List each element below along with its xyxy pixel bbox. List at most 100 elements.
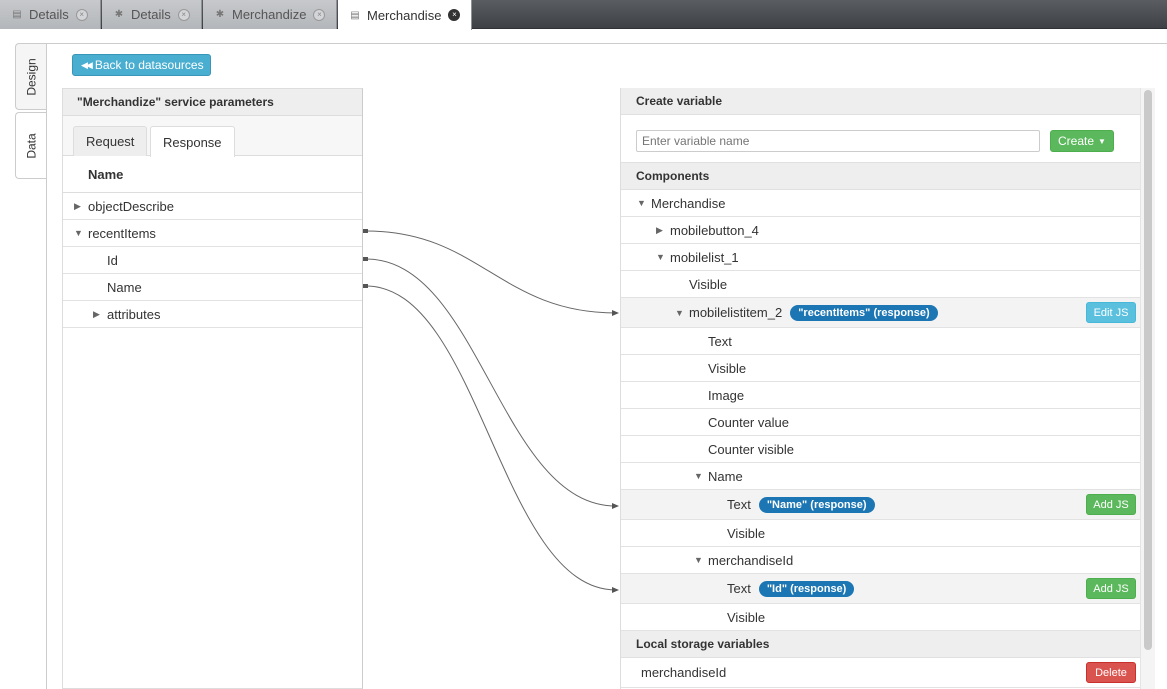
binding-badge-name[interactable]: "Name" (response) [758,496,875,513]
param-label: objectDescribe [88,198,174,214]
double-chevron-left-icon: ◀◀ [81,59,93,70]
triangle-down-icon[interactable]: ▼ [675,307,684,318]
tab-details-2[interactable]: ✱ Details × [102,0,202,29]
tree-label: Text [727,581,751,596]
tree-label: Visible [689,276,728,292]
tree-node-merchandise[interactable]: ▼ Merchandise [621,190,1140,217]
vertical-scrollbar[interactable] [1140,88,1155,689]
tree-label: merchandiseId [708,552,794,568]
create-button-label: Create [1058,134,1095,148]
binding-badge-recentitems[interactable]: "recentItems" (response) [790,304,938,321]
scrollbar-thumb[interactable] [1144,90,1152,650]
tree-label: Image [708,387,745,403]
triangle-right-icon[interactable]: ▶ [74,200,81,211]
tree-node-counter-value[interactable]: Counter value [621,409,1140,436]
param-row-objectdescribe[interactable]: ▶ objectDescribe [63,193,362,220]
tree-label: Name [708,468,743,484]
tree-label: Counter value [708,414,789,430]
tab-label: Details [29,7,69,22]
column-header-name: Name [63,156,362,193]
tab-details-1[interactable]: ▤ Details × [0,0,101,29]
param-row-attributes[interactable]: ▶ attributes [63,301,362,328]
side-tab-data[interactable]: Data [15,112,47,179]
tab-label: Merchandise [367,7,442,23]
tab-request[interactable]: Request [73,126,148,156]
tree-node-mobilelistitem-2[interactable]: ▼ mobilelistitem_2 "recentItems" (respon… [621,298,1140,328]
tree-node-name-visible[interactable]: Visible [621,520,1140,547]
service-parameters-panel: "Merchandize" service parameters Request… [62,88,363,689]
tree-node-visible[interactable]: Visible [621,271,1140,298]
create-variable-header: Create variable [621,88,1140,115]
tree-node-name-text[interactable]: Text "Name" (response) Add JS [621,490,1140,520]
tree-node-visible[interactable]: Visible [621,355,1140,382]
tree-node-mobilebutton-4[interactable]: ▶ mobilebutton_4 [621,217,1140,244]
page-icon: ▤ [12,9,22,20]
back-button-label: Back to datasources [94,58,204,72]
local-storage-header: Local storage variables [621,631,1140,658]
tree-node-image[interactable]: Image [621,382,1140,409]
caret-down-icon: ▼ [1098,136,1106,146]
tree-label: Visible [708,360,747,376]
tree-node-text[interactable]: Text [621,328,1140,355]
back-to-datasources-button[interactable]: ◀◀ Back to datasources [72,54,211,76]
local-var-row[interactable]: merchandiseId Delete [621,658,1140,688]
add-js-button[interactable]: Add JS [1086,494,1136,515]
edit-js-button[interactable]: Edit JS [1086,302,1136,323]
tree-node-counter-visible[interactable]: Counter visible [621,436,1140,463]
close-icon[interactable]: × [448,9,461,21]
triangle-down-icon[interactable]: ▼ [74,228,83,238]
page-icon: ▤ [350,9,360,21]
variable-name-input[interactable] [636,130,1040,152]
param-label: recentItems [88,225,156,241]
tab-merchandize[interactable]: ✱ Merchandize × [203,0,337,29]
tab-label: Merchandize [232,7,307,22]
triangle-down-icon[interactable]: ▼ [656,252,665,262]
side-tab-label: Design [24,57,39,96]
tree-label: mobilelist_1 [670,249,739,265]
param-label: Id [107,252,118,268]
tab-label: Details [131,7,171,22]
side-tab-label: Data [24,132,39,159]
tree-label: Visible [727,525,766,541]
gear-icon: ✱ [114,9,124,20]
tree-node-merchandiseid-group[interactable]: ▼ merchandiseId [621,547,1140,574]
param-row-recentitems[interactable]: ▼ recentItems [63,220,362,247]
create-variable-row: Create ▼ [621,115,1140,163]
param-label: attributes [107,306,161,322]
close-icon[interactable]: × [75,8,88,21]
close-icon[interactable]: × [177,8,190,21]
tree-label: mobilelistitem_2 [689,305,783,320]
request-response-tabs: Request Response [63,116,362,157]
tree-node-name-group[interactable]: ▼ Name [621,463,1140,490]
tab-merchandise[interactable]: ▤ Merchandise × [338,0,472,30]
add-js-button[interactable]: Add JS [1086,578,1136,599]
panel-title: "Merchandize" service parameters [63,89,362,116]
tree-label: Text [727,497,751,512]
delete-button[interactable]: Delete [1086,662,1136,683]
tree-label: Merchandise [651,195,726,211]
triangle-right-icon[interactable]: ▶ [656,224,663,235]
tree-node-id-visible[interactable]: Visible [621,604,1140,631]
param-row-id[interactable]: Id [63,247,362,274]
tree-node-id-text[interactable]: Text "Id" (response) Add JS [621,574,1140,604]
tree-label: mobilebutton_4 [670,222,759,238]
triangle-down-icon[interactable]: ▼ [637,198,646,208]
close-icon[interactable]: × [313,8,326,21]
binding-badge-id[interactable]: "Id" (response) [758,580,855,597]
tree-label: Counter visible [708,441,794,457]
tree-label: Text [708,333,732,349]
mapping-target-panel: Create variable Create ▼ Components ▼ Me… [620,88,1140,689]
triangle-down-icon[interactable]: ▼ [694,471,703,481]
tab-response[interactable]: Response [150,126,235,157]
create-button[interactable]: Create ▼ [1050,130,1114,152]
editor-tab-bar: ▤ Details × ✱ Details × ✱ Merchandize × … [0,0,1167,30]
side-tab-design[interactable]: Design [15,43,47,110]
tree-node-mobilelist-1[interactable]: ▼ mobilelist_1 [621,244,1140,271]
triangle-right-icon[interactable]: ▶ [93,308,100,319]
tree-label: Visible [727,609,766,625]
triangle-down-icon[interactable]: ▼ [694,555,703,565]
param-row-name[interactable]: Name [63,274,362,301]
components-header: Components [621,163,1140,190]
param-label: Name [107,279,142,295]
gear-icon: ✱ [215,9,225,20]
